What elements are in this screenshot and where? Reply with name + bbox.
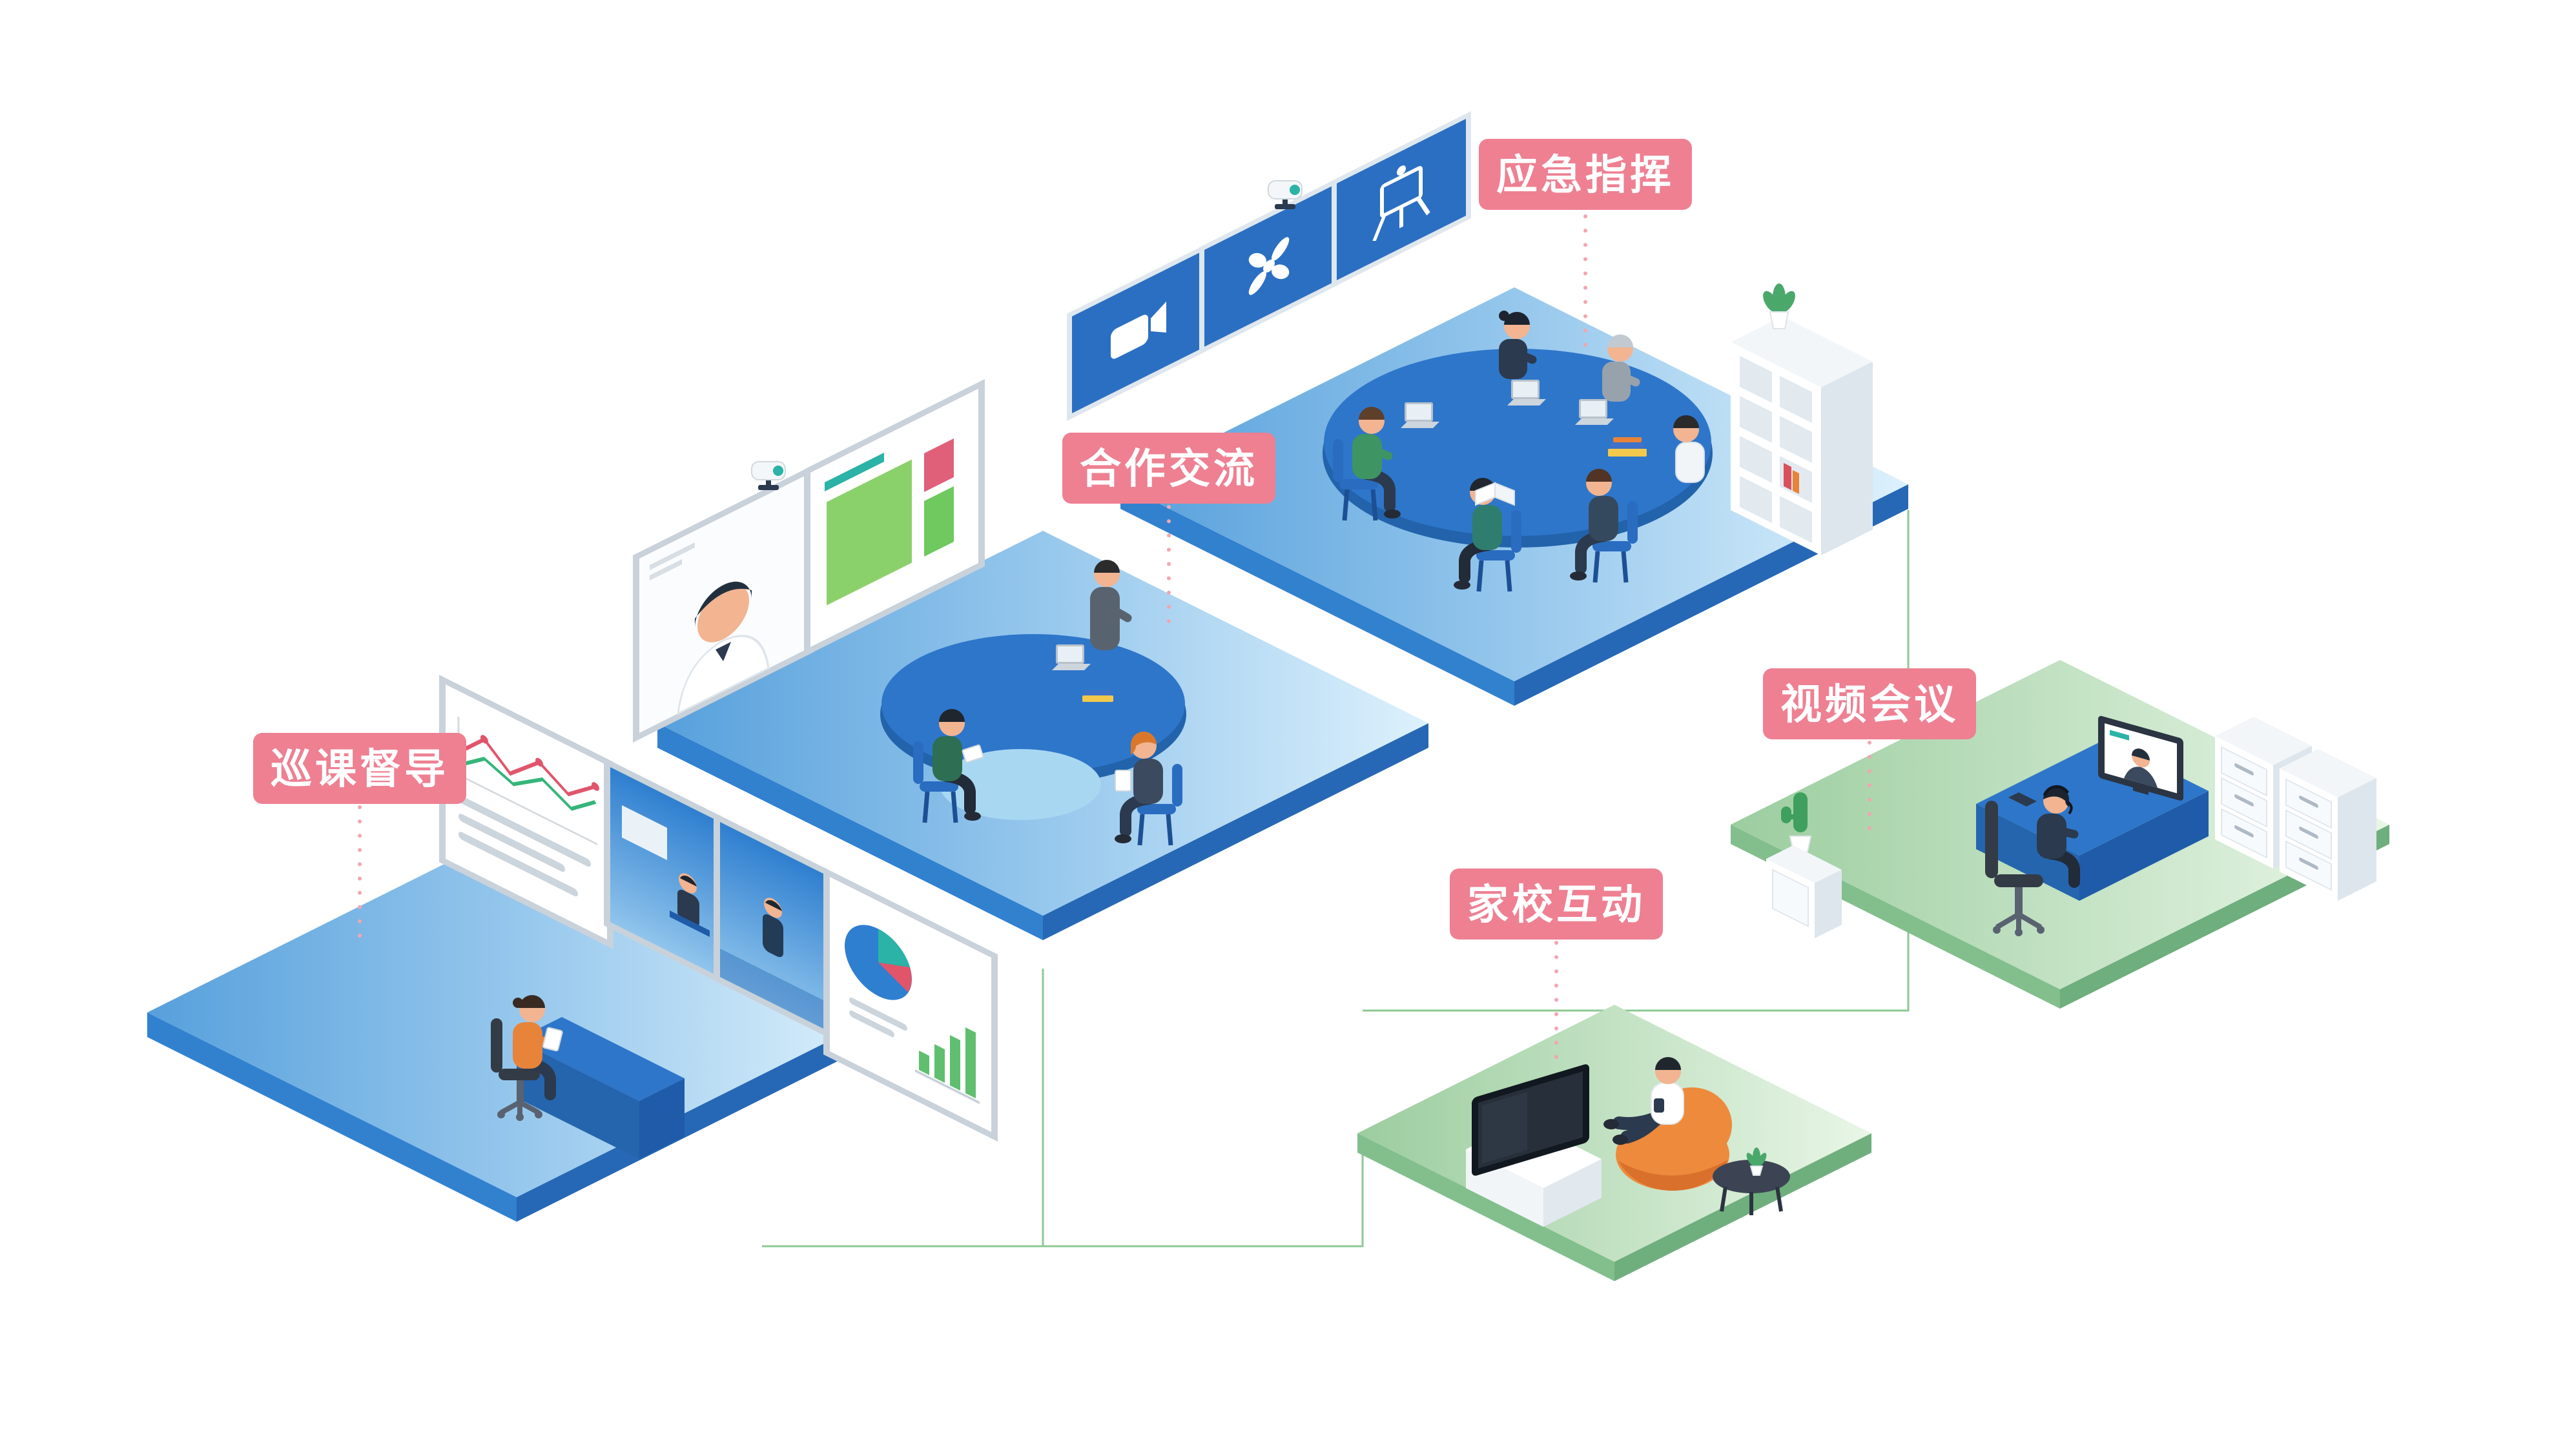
- video-conference-scene: [1731, 660, 2389, 1009]
- wall-screen-video-call: [633, 465, 814, 743]
- wall-screen-classroom-feed: [604, 757, 723, 985]
- video-camera-icon: [1111, 302, 1166, 359]
- bar-chart: [919, 1027, 976, 1098]
- person: [1673, 415, 1705, 483]
- book-stack: [1082, 690, 1113, 702]
- office-chair: [1985, 801, 2045, 936]
- monitor-video-call: [2098, 715, 2183, 801]
- laptop: [1507, 380, 1546, 406]
- desk-phone: [2008, 792, 2037, 807]
- person: [1602, 334, 1640, 402]
- smartphone: [1654, 1098, 1664, 1113]
- wall-screen-classroom-feed: [714, 812, 833, 1040]
- presentation-board-icon: [1372, 165, 1430, 241]
- drone-icon: [1248, 237, 1290, 295]
- coffee-table: [1713, 1147, 1790, 1215]
- wall-screen-board: [1332, 111, 1471, 288]
- wall-screen-analytics: [823, 867, 998, 1142]
- label-text-collaboration: 合作交流: [1080, 446, 1258, 493]
- cabinet: [1731, 283, 1873, 555]
- laptop: [1052, 644, 1091, 670]
- laptop: [1401, 402, 1439, 428]
- television: [1472, 1064, 1589, 1176]
- label-badge-home-school: 家校互动: [1450, 868, 1663, 940]
- wall-screen-drone: [1199, 178, 1339, 355]
- label-badge-patrol: 巡课督导: [253, 733, 466, 804]
- file-cabinet: [2280, 749, 2376, 901]
- label-badge-emergency: 应急指挥: [1479, 139, 1692, 210]
- home-school-scene: [1357, 1005, 1871, 1281]
- person: [1333, 407, 1401, 521]
- clipboard: [542, 1027, 563, 1052]
- wall-screen-charts: [439, 675, 613, 949]
- ptz-camera-icon: [1268, 180, 1303, 209]
- label-badge-collaboration: 合作交流: [1062, 433, 1275, 504]
- headset-icon: [2043, 785, 2070, 796]
- side-cabinet: [1766, 792, 1842, 938]
- emergency-command-scene: [1067, 111, 1908, 706]
- wall-screen-content: [804, 379, 985, 657]
- person: [1115, 732, 1182, 846]
- collaboration-scene: [633, 379, 1428, 940]
- label-text-emergency: 应急指挥: [1496, 152, 1674, 200]
- scene-labels: 应急指挥 合作交流 巡课督导 家校互动 视频会议: [253, 139, 1976, 1061]
- network-line: [762, 1135, 1364, 1248]
- potted-plant: [1763, 283, 1795, 329]
- open-book: [1475, 482, 1515, 506]
- person: [1603, 1057, 1684, 1145]
- person: [2037, 785, 2080, 888]
- label-text-home-school: 家校互动: [1467, 881, 1645, 929]
- ptz-camera-icon: [751, 461, 786, 490]
- label-text-patrol: 巡课督导: [271, 746, 449, 794]
- label-text-video-conference: 视频会议: [1780, 681, 1959, 729]
- person: [1570, 469, 1638, 583]
- label-badge-video-conference: 视频会议: [1763, 668, 1976, 739]
- person: [491, 995, 563, 1121]
- laptop: [1575, 399, 1614, 425]
- potted-plant: [1746, 1147, 1767, 1176]
- patrol-scene: [147, 675, 998, 1222]
- person: [1090, 560, 1132, 650]
- person: [1499, 311, 1537, 379]
- person: [913, 709, 984, 823]
- wall-screen-camera: [1067, 244, 1206, 421]
- book-stack: [1608, 437, 1647, 457]
